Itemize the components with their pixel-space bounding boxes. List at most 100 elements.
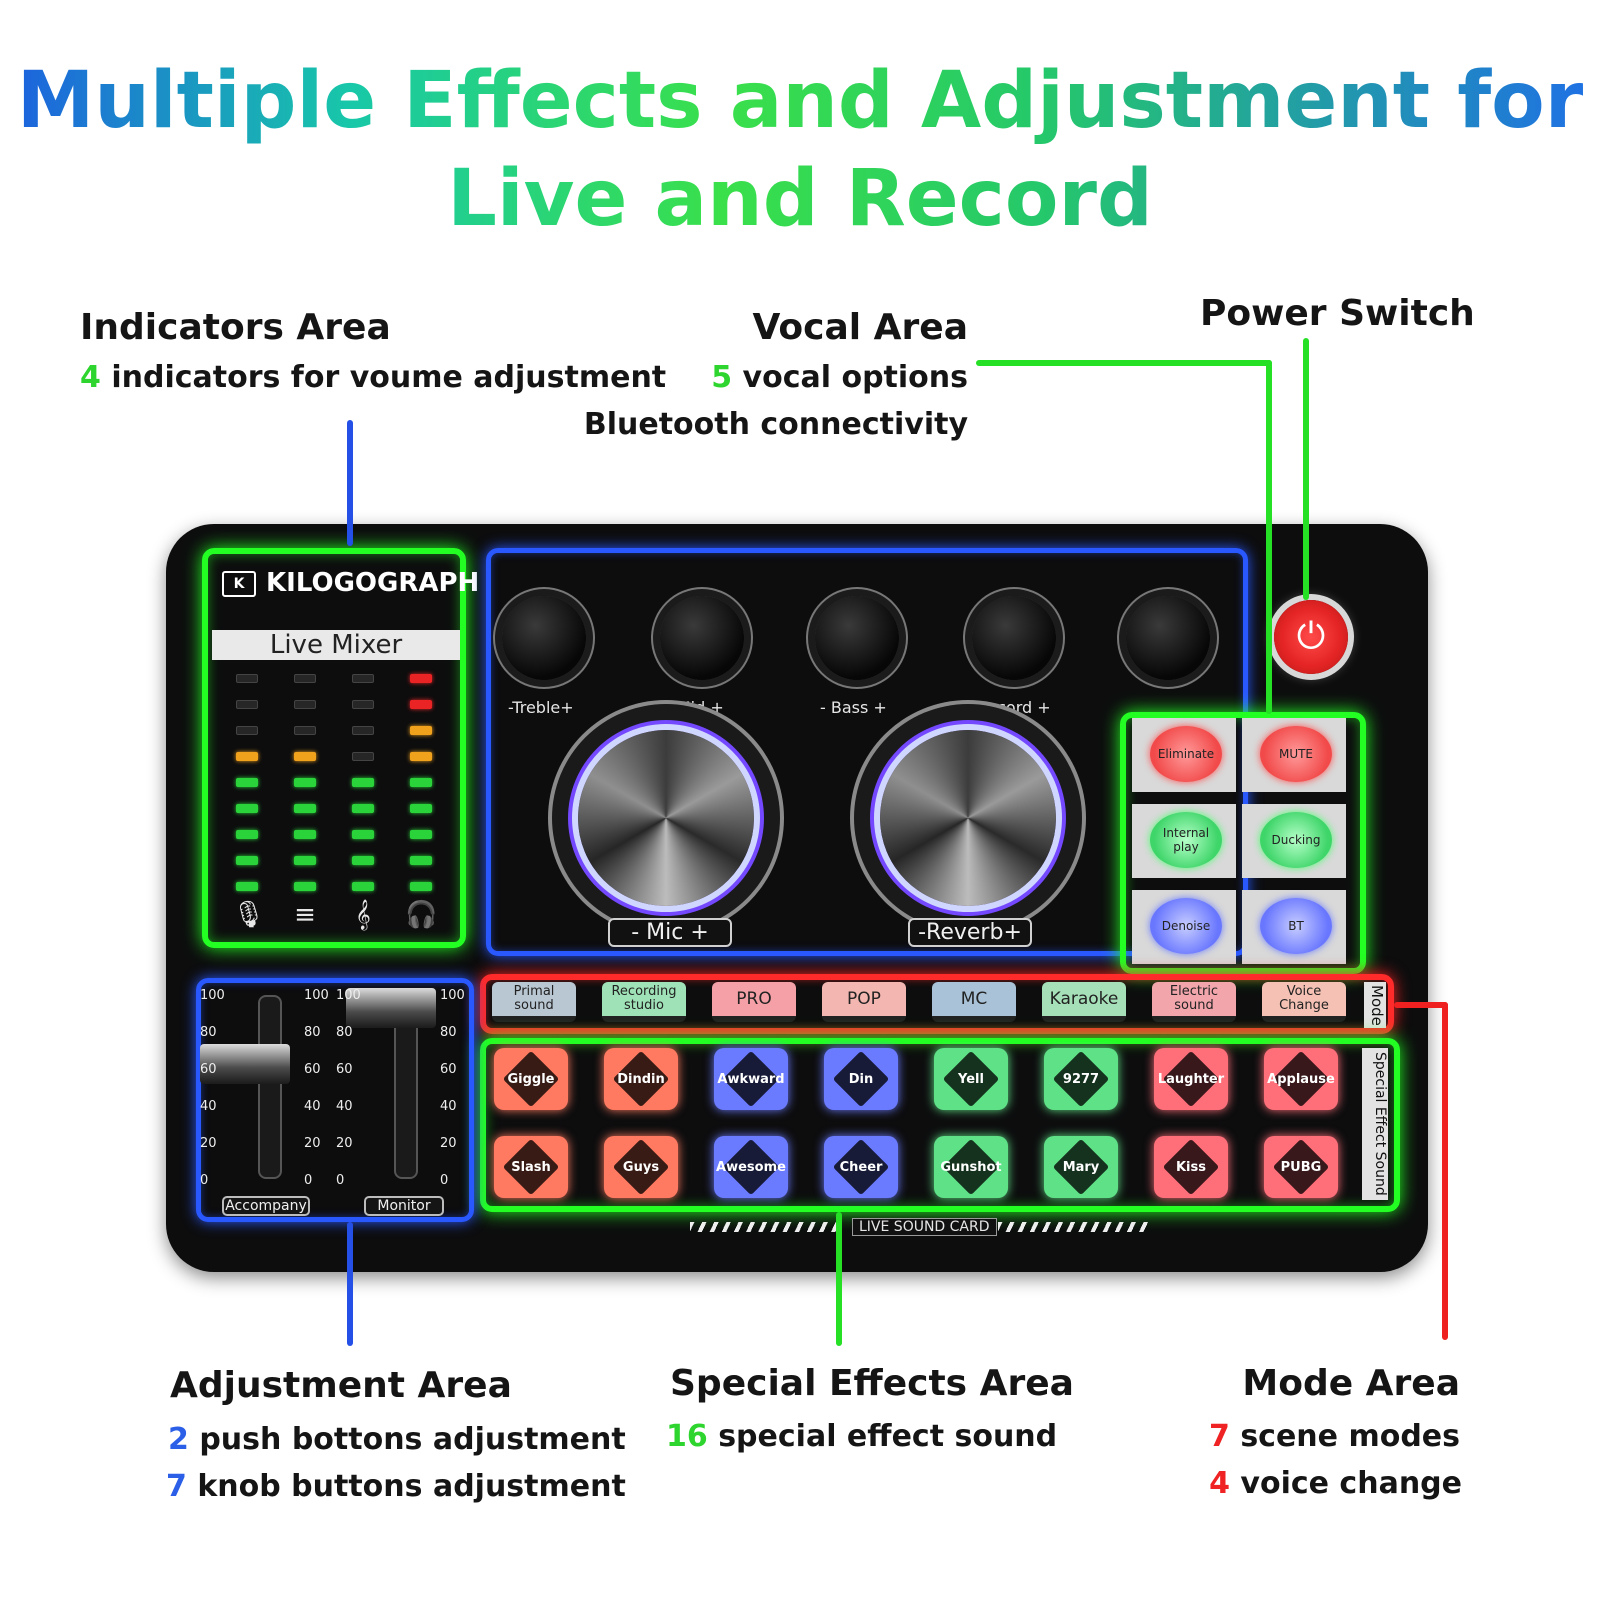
- led-segment: [410, 778, 432, 787]
- mode-heading: Mode Area: [1242, 1363, 1460, 1404]
- mode-text-2: voice change: [1240, 1466, 1462, 1501]
- record-knob[interactable]: [972, 596, 1056, 680]
- mode-button-primal-sound[interactable]: Primal sound: [492, 982, 576, 1022]
- vocal-button-bt[interactable]: BT: [1260, 898, 1332, 954]
- fader-scale-tick: 80: [336, 1025, 353, 1040]
- led-segment: [352, 882, 374, 891]
- bass-knob[interactable]: [815, 596, 899, 680]
- fader-scale-tick: 80: [440, 1025, 457, 1040]
- effect-button-awkward[interactable]: Awkward: [714, 1048, 788, 1110]
- effect-button-yell[interactable]: Yell: [934, 1048, 1008, 1110]
- fader-scale-tick: 40: [336, 1099, 353, 1114]
- power-heading: Power Switch: [1200, 293, 1475, 334]
- effect-button-laughter[interactable]: Laughter: [1154, 1048, 1228, 1110]
- mode-button-recording-studio[interactable]: Recording studio: [602, 982, 686, 1022]
- fader-scale-tick: 0: [304, 1173, 313, 1188]
- fader-scale-tick: 60: [200, 1062, 217, 1077]
- effect-button-awesome[interactable]: Awesome: [714, 1136, 788, 1198]
- led-segment: [236, 778, 258, 787]
- led-segment: [352, 674, 374, 683]
- led-segment: [352, 830, 374, 839]
- led-segment: [352, 726, 374, 735]
- mode-button-electric-sound[interactable]: Electric sound: [1152, 982, 1236, 1022]
- effect-button-label: Laughter: [1157, 1071, 1225, 1087]
- mode-button-mc[interactable]: MC: [932, 982, 1016, 1022]
- vocal-button-internal-play[interactable]: Internal play: [1150, 812, 1222, 868]
- fader-scale-tick: 100: [200, 988, 225, 1003]
- microphone-icon: 🎙: [232, 900, 266, 930]
- fader-scale-tick: 40: [304, 1099, 321, 1114]
- effect-button-9277[interactable]: 9277: [1044, 1048, 1118, 1110]
- fader-scale-tick: 100: [440, 988, 465, 1003]
- mode-button-pop[interactable]: POP: [822, 982, 906, 1022]
- fader-scale-tick: 60: [304, 1062, 321, 1077]
- adjustment-heading: Adjustment Area: [170, 1365, 512, 1406]
- mode-button-voice-change[interactable]: Voice Change: [1262, 982, 1346, 1022]
- vocal-button-eliminate[interactable]: Eliminate: [1150, 726, 1222, 782]
- special-count: 16: [666, 1419, 708, 1454]
- effect-button-gunshot[interactable]: Gunshot: [934, 1136, 1008, 1198]
- faders-zone: [196, 978, 474, 1222]
- effect-button-dindin[interactable]: Dindin: [604, 1048, 678, 1110]
- record-label: - Record +: [966, 698, 1051, 717]
- headphones-icon: 🎧: [405, 900, 438, 930]
- led-segment: [410, 700, 432, 709]
- effect-button-label: Kiss: [1175, 1159, 1206, 1175]
- vocal-button-ducking[interactable]: Ducking: [1260, 812, 1332, 868]
- reverb-label: -Reverb+: [908, 918, 1032, 947]
- effect-button-kiss[interactable]: Kiss: [1154, 1136, 1228, 1198]
- reverb-knob[interactable]: [880, 730, 1056, 906]
- effect-button-label: Yell: [958, 1071, 984, 1087]
- effect-button-pubg[interactable]: PUBG: [1264, 1136, 1338, 1198]
- effect-button-mary[interactable]: Mary: [1044, 1136, 1118, 1198]
- indicators-count: 4: [80, 360, 101, 395]
- led-segment: [236, 726, 258, 735]
- music-bars-icon: ≡: [294, 900, 316, 930]
- led-segment: [294, 778, 316, 787]
- led-segment: [294, 882, 316, 891]
- monitor-label: Monitor: [364, 1196, 444, 1216]
- effect-button-label: Mary: [1062, 1159, 1100, 1175]
- led-segment: [236, 752, 258, 761]
- led-segment: [236, 882, 258, 891]
- effect-button-giggle[interactable]: Giggle: [494, 1048, 568, 1110]
- fader-scale-tick: 40: [440, 1099, 457, 1114]
- led-segment: [410, 752, 432, 761]
- vocal-text: vocal options: [742, 360, 968, 395]
- effect-button-applause[interactable]: Applause: [1264, 1048, 1338, 1110]
- monitor-fader-handle[interactable]: [346, 988, 436, 1028]
- power-icon: ⏻: [1296, 616, 1326, 657]
- effect-button-slash[interactable]: Slash: [494, 1136, 568, 1198]
- fader-scale-tick: 0: [336, 1173, 345, 1188]
- mic-volume-knob[interactable]: [578, 730, 754, 906]
- led-segment: [352, 804, 374, 813]
- mode-button-karaoke[interactable]: Karaoke: [1042, 982, 1126, 1022]
- mid-knob[interactable]: [660, 596, 744, 680]
- vocal-button-mute[interactable]: MUTE: [1260, 726, 1332, 782]
- mode-desc-1: 7 scene modes: [1160, 1417, 1460, 1457]
- effect-button-guys[interactable]: Guys: [604, 1136, 678, 1198]
- vocal-button-denoise[interactable]: Denoise: [1150, 898, 1222, 954]
- led-segment: [410, 726, 432, 735]
- mode-button-pro[interactable]: PRO: [712, 982, 796, 1022]
- effect-button-cheer[interactable]: Cheer: [824, 1136, 898, 1198]
- effects-label: Special Effect Sound: [1362, 1048, 1388, 1200]
- effect-button-label: Cheer: [839, 1159, 883, 1175]
- treble-knob[interactable]: [502, 596, 586, 680]
- effect-button-din[interactable]: Din: [824, 1048, 898, 1110]
- footer-stripe-right: [998, 1222, 1148, 1232]
- led-segment: [294, 674, 316, 683]
- fifth-knob[interactable]: [1126, 596, 1210, 680]
- vocal-count: 5: [711, 360, 733, 395]
- effect-button-label: Guys: [622, 1159, 660, 1175]
- special-heading: Special Effects Area: [670, 1363, 1074, 1404]
- power-button[interactable]: ⏻: [1274, 600, 1348, 674]
- effect-button-label: Dindin: [617, 1071, 665, 1087]
- effect-button-label: Din: [848, 1071, 874, 1087]
- mode-count-1: 7: [1208, 1419, 1230, 1454]
- accompany-label: Accompany: [222, 1196, 310, 1216]
- led-segment: [294, 752, 316, 761]
- power-connector: [1303, 338, 1309, 600]
- accompany-fader-handle[interactable]: [200, 1044, 290, 1084]
- special-desc: 16 special effect sound: [666, 1417, 1057, 1457]
